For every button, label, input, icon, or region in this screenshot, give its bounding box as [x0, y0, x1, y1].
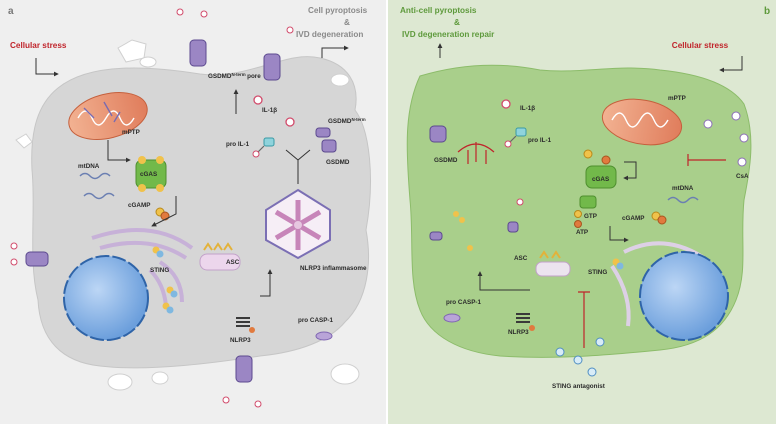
panel-b-sting-inhibition	[578, 291, 590, 348]
panel-b-arrow-to-cgas	[623, 161, 637, 181]
panel-a-gsdmd-protein	[321, 139, 337, 153]
panel-b-pro-casp1-label: pro CASP-1	[446, 299, 481, 306]
panel-b-nlrp3-label: NLRP3	[508, 329, 529, 336]
panel-b-gsdmd-protein	[429, 125, 447, 143]
panel-a-stress-label: Cellular stress	[10, 41, 67, 50]
panel-b-outcome-line2: IVD degeneration repair	[402, 30, 495, 39]
panel-b-pro-il1-label: pro IL-1	[528, 137, 552, 144]
panel-b-mtdna-label: mtDNA	[672, 185, 694, 192]
panel-a-mitochondrion	[68, 92, 148, 140]
panel-a-pro-casp1-label: pro CASP-1	[298, 317, 333, 324]
panel-a-arrow-inflammasome-out	[285, 149, 311, 184]
panel-b-atp-molecule	[574, 220, 582, 228]
panel-b-asc	[535, 250, 571, 277]
panel-b-sting-antagonist-molecules	[555, 337, 605, 377]
panel-a-il1b-label: IL-1β	[262, 107, 277, 114]
panel-b-asc-label: ASC	[514, 255, 528, 262]
panel-b-endoplasmic-reticulum	[610, 241, 706, 327]
panel-a-gsdmd-pore-left	[10, 242, 49, 267]
panel-a-gsdmd-nterm-label: GSDMDN-term	[328, 117, 366, 125]
panel-a-arrow-cgamp-sting	[151, 196, 177, 227]
panel-b-gsdmd-inhibition	[457, 142, 495, 164]
panel-b-nlrp3-protein	[516, 313, 535, 331]
panel-a-debris	[15, 39, 360, 391]
panel-a-outcome-line1: Cell pyroptosis	[308, 6, 368, 15]
panel-b-nucleus	[639, 251, 729, 341]
panel-b-arrow-to-sting	[609, 226, 629, 243]
panel-a-gsdmd-nterm-protein	[315, 127, 331, 138]
panel-a-asc	[199, 242, 241, 271]
panel-a-gsdmd-pore-bottom	[222, 355, 262, 408]
panel-b-pro-il1-protein	[504, 127, 527, 148]
panel-b-cgamp-label: cGAMP	[622, 215, 644, 222]
panel-a-arrow-mito-cgas	[107, 140, 131, 163]
panel-a-mptp-label: mPTP	[122, 129, 140, 136]
panel-a-nlrp3-inflammasome-label: NLRP3 inflammasome	[300, 265, 367, 272]
panel-b-mitochondrion	[601, 98, 683, 146]
panel-b-cgas-label: cGAS	[592, 176, 609, 183]
panel-a-arrow-to-inflammasome	[260, 269, 273, 297]
panel-b-mptp-label: mPTP	[668, 95, 686, 102]
panel-b-csa-inhibition	[687, 154, 726, 166]
panel-a-sting-label: STING	[150, 267, 169, 274]
panel-b-mtdna-strand	[667, 196, 699, 204]
panel-divider	[386, 0, 388, 424]
panel-a-pro-il1-protein	[252, 137, 275, 158]
panel-b-gsdmd-label: GSDMD	[434, 157, 458, 164]
panel-a-letter: a	[8, 6, 14, 17]
panel-b-cgas-enzyme	[579, 195, 597, 209]
panel-a-mtdna-label: mtDNA	[78, 163, 100, 170]
panel-a-cgas	[135, 156, 167, 192]
panel-a-outcome-arrow	[321, 45, 349, 58]
panel-a-nlrp3-label: NLRP3	[230, 337, 251, 344]
panel-b-outcome-line1: Anti-cell pyroptosis	[400, 6, 477, 15]
panel-b-gtp-label: GTP	[584, 213, 597, 220]
panel-b-sting-label: STING	[588, 269, 607, 276]
panel-a-il1b-molecule-2	[285, 117, 295, 127]
panel-a-mtdna-strand	[79, 172, 111, 180]
panel-a-nlrp3-protein	[236, 317, 255, 333]
panel-b-il1b-molecule	[501, 99, 511, 109]
panel-a-pro-il1-label: pro IL-1	[226, 141, 250, 148]
panel-b-csa-molecules	[703, 111, 749, 167]
panel-a-cgamp-label: cGAMP	[128, 202, 150, 209]
panel-b-scattered-proteins	[429, 198, 524, 251]
panel-b-arrow-asc	[477, 271, 530, 291]
panel-a-gsdmd-pore-top	[176, 8, 294, 81]
panel-a-stress-arrow	[35, 58, 59, 77]
panel-a-gsdmd-label: GSDMD	[326, 159, 350, 166]
panel-a-nlrp3-inflammasome	[265, 188, 331, 260]
panel-b-pro-casp1-protein	[443, 313, 461, 323]
panel-b-sting-proteins	[612, 258, 624, 270]
panel-a-il1b-molecule	[253, 95, 263, 105]
panel-a-mtdna-strand-2	[83, 192, 115, 200]
panel-b-gtp-molecule	[574, 210, 582, 218]
panel-b-letter: b	[764, 6, 770, 17]
panel-a-outcome-line2: IVD degeneration	[296, 30, 363, 39]
panel-b-csa-label: CsA	[736, 173, 749, 180]
panel-b-il1b-label: IL-1β	[520, 105, 535, 112]
panel-b-atp-label: ATP	[576, 229, 588, 236]
panel-a-cgas-label: cGAS	[140, 171, 157, 178]
panel-b-outcome-amp: &	[454, 18, 460, 27]
panel-b-cgas	[585, 165, 617, 189]
panel-a-outcome-amp: &	[344, 18, 350, 27]
panel-b-sting-antagonist-label: STING antagonist	[552, 383, 606, 390]
panel-b-stress-arrow	[719, 56, 743, 73]
panel-b-stress-label: Cellular stress	[672, 41, 729, 50]
panel-a-asc-label: ASC	[226, 259, 240, 266]
panel-b-cgamp-molecule	[651, 211, 667, 225]
panel-a-sting-proteins	[152, 246, 178, 314]
panel-a-nucleus	[63, 255, 149, 341]
panel-a-endoplasmic-reticulum	[91, 228, 194, 307]
panel-a-pro-casp1-protein	[315, 331, 333, 341]
panel-b-cgas-molecule	[583, 149, 611, 165]
